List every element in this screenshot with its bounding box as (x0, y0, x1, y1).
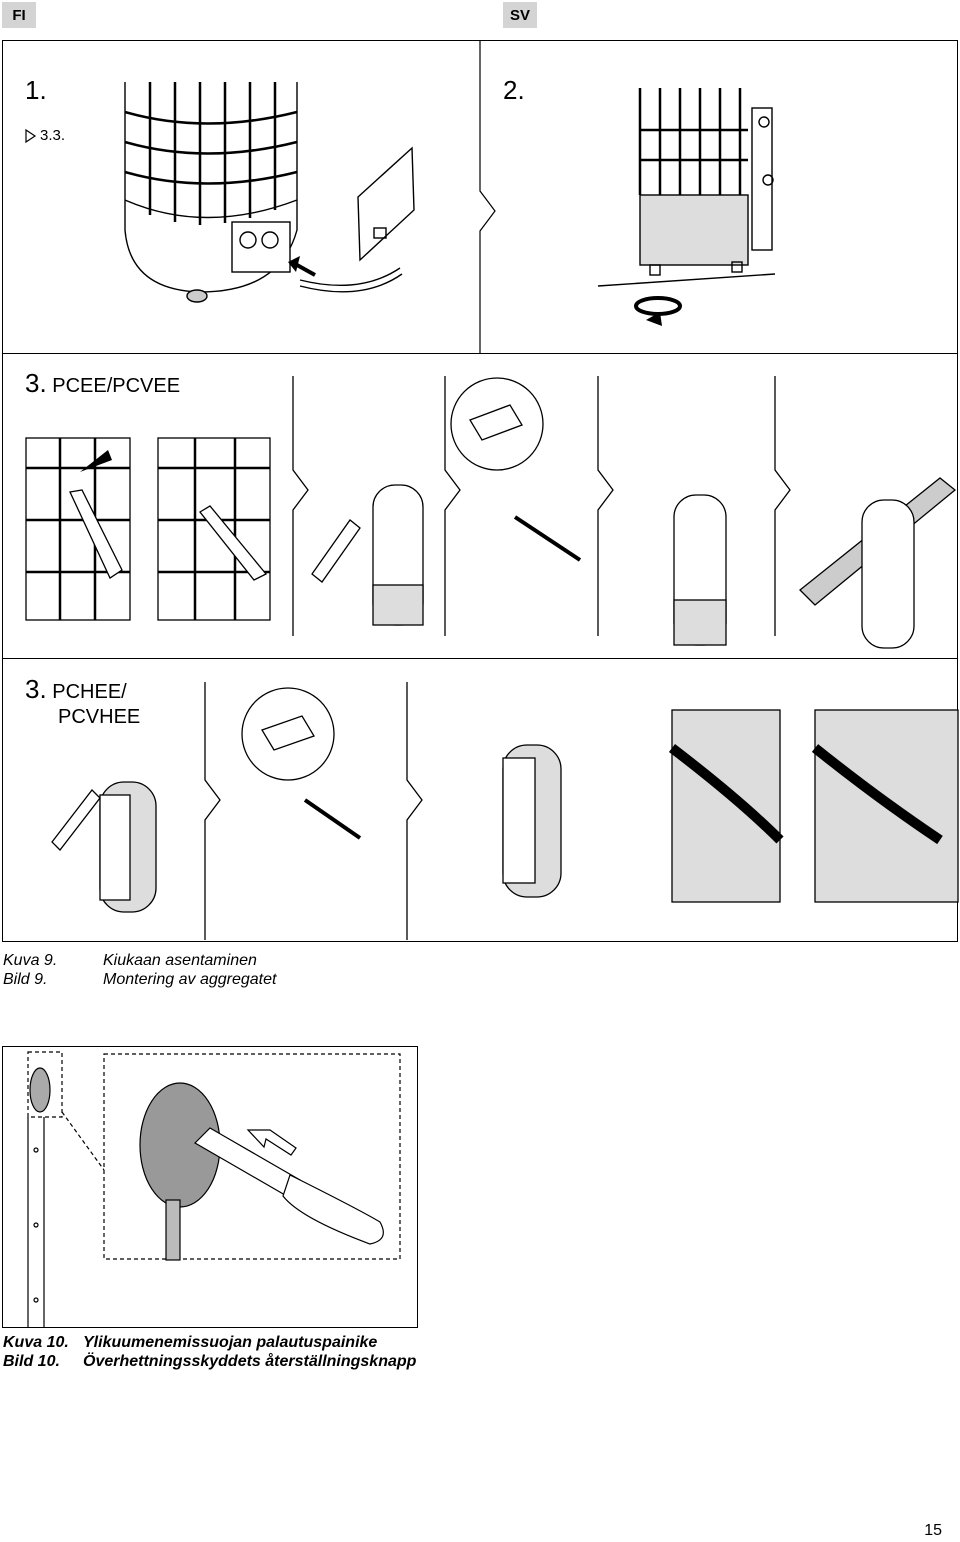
caption-9-sv-label: Bild 9. (3, 971, 48, 988)
figure-10-frame (2, 1046, 418, 1328)
step-3a-title: 3. PCEE/PCVEE (25, 368, 181, 399)
step-1-reference: 3.3. (25, 127, 65, 144)
page-number: 15 (924, 1522, 942, 1539)
caption-10-fi-text: Ylikuumenemissuojan palautuspainike (83, 1334, 378, 1351)
figure-10-caption: Kuva 10. Ylikuumenemissuojan palautuspain… (3, 1333, 416, 1371)
row-divider-2 (3, 658, 957, 659)
zigzag-divider-top (479, 41, 496, 353)
lang-sv-label: SV (509, 6, 530, 24)
step-3b-number: 3. (25, 674, 47, 704)
caption-10-fi: Kuva 10. Ylikuumenemissuojan palautuspain… (3, 1333, 416, 1352)
step-3b-label-2: PCVHEE (58, 706, 141, 728)
caption-10-sv-text: Överhettningsskyddets återställningsknap… (83, 1353, 417, 1370)
step-2-number: 2. (503, 75, 525, 105)
step-1-number: 1. (25, 75, 47, 105)
heater-leveling-illustration (597, 88, 776, 326)
heater-cable-illustration (124, 82, 415, 303)
caption-9-sv-text: Montering av aggregatet (103, 971, 277, 988)
lang-fi-label: FI (12, 6, 26, 24)
step-3b-label-1: PCHEE/ (52, 681, 127, 703)
step-1-reference-text: 3.3. (40, 127, 66, 144)
step-3a-number: 3. (25, 368, 47, 398)
step-3b-title: 3. PCHEE/ PCVHEE (25, 674, 141, 730)
step-3a-label: PCEE/PCVEE (52, 375, 181, 397)
caption-10-sv: Bild 10. Överhettningsskyddets återställn… (3, 1352, 416, 1371)
caption-9-fi: Kuva 9. Kiukaan asentaminen (3, 951, 276, 970)
lang-tab-fi: FI (2, 2, 36, 28)
figure-9-frame: 1. 3.3. 2. 3. PCEE/PCVEE 3. PCHEE/ PCVHE… (2, 40, 958, 942)
caption-9-fi-text: Kiukaan asentaminen (103, 952, 257, 969)
wall-mount-pchee-illustration (51, 682, 959, 940)
reset-button-illustration (27, 1051, 401, 1328)
arrow-right-outline-icon (25, 128, 37, 143)
wall-mount-pcee-illustration (25, 376, 957, 649)
row-divider-1 (3, 353, 957, 354)
caption-9-fi-label: Kuva 9. (3, 952, 58, 969)
lang-tab-sv: SV (503, 2, 537, 28)
caption-9-sv: Bild 9. Montering av aggregatet (3, 970, 276, 989)
figure-9-caption: Kuva 9. Kiukaan asentaminen Bild 9. Monter… (3, 951, 276, 989)
caption-10-sv-label: Bild 10. (3, 1353, 60, 1370)
caption-10-fi-label: Kuva 10. (3, 1334, 69, 1351)
